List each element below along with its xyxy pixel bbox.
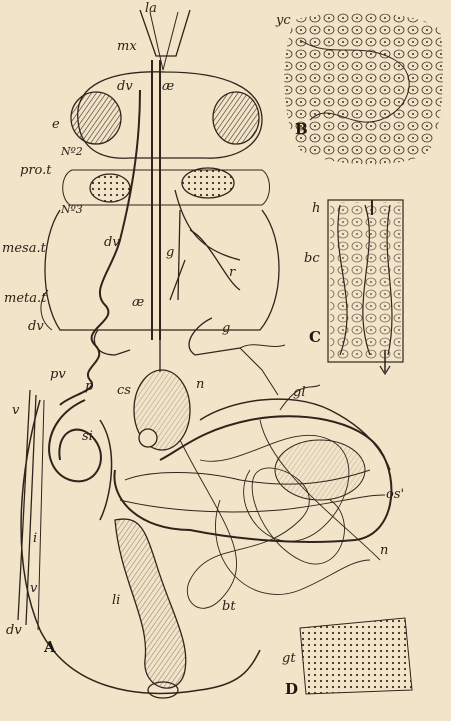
label-g-low: g bbox=[222, 322, 230, 335]
label-la: la bbox=[145, 2, 157, 15]
label-os: os' bbox=[386, 488, 404, 501]
panel-b-label: B bbox=[295, 122, 308, 137]
label-r-mid: r bbox=[229, 266, 235, 279]
label-mesat: mesa.t bbox=[2, 242, 46, 255]
left-eye bbox=[71, 92, 121, 144]
label-bt: bt bbox=[222, 600, 236, 613]
label-i: i bbox=[33, 532, 37, 545]
label-h: h bbox=[312, 202, 320, 215]
panel-b-drawing bbox=[284, 13, 443, 165]
label-v-left: v bbox=[12, 404, 19, 417]
label-g-mid: g bbox=[166, 246, 174, 259]
panel-c-drawing bbox=[328, 200, 403, 374]
label-ae-top: æ bbox=[162, 80, 174, 93]
label-dv-top: dv bbox=[117, 80, 133, 93]
panel-d-label: D bbox=[285, 682, 298, 697]
right-eye bbox=[213, 92, 259, 144]
label-mx: mx bbox=[117, 40, 137, 53]
label-dv-low: dv bbox=[28, 320, 44, 333]
label-pv: pv bbox=[50, 368, 66, 381]
panel-d-drawing bbox=[300, 618, 412, 694]
panel-a-label: A bbox=[44, 640, 56, 655]
label-si: si bbox=[82, 430, 93, 443]
label-prot: pro.t bbox=[20, 164, 52, 177]
label-p: p bbox=[85, 380, 93, 393]
label-yc: yc bbox=[276, 14, 291, 27]
label-ae-mid: æ bbox=[132, 296, 144, 309]
label-n2: Nº2 bbox=[61, 146, 83, 157]
panel-c-label: C bbox=[309, 330, 321, 345]
label-metat: meta.t bbox=[4, 292, 46, 305]
label-n3: Nº3 bbox=[61, 204, 83, 215]
label-n-right: n bbox=[380, 544, 388, 557]
label-gt: gt bbox=[282, 652, 296, 665]
label-li: li bbox=[112, 594, 120, 607]
label-dv-mid: dv bbox=[104, 236, 120, 249]
label-cs: cs bbox=[117, 384, 131, 397]
label-bc: bc bbox=[304, 252, 320, 265]
label-v-low: v bbox=[30, 582, 37, 595]
label-e: e bbox=[52, 118, 60, 131]
label-gl: gl bbox=[293, 386, 305, 399]
label-n-low: n bbox=[196, 378, 204, 391]
label-dv-bottom: dv bbox=[6, 624, 22, 637]
